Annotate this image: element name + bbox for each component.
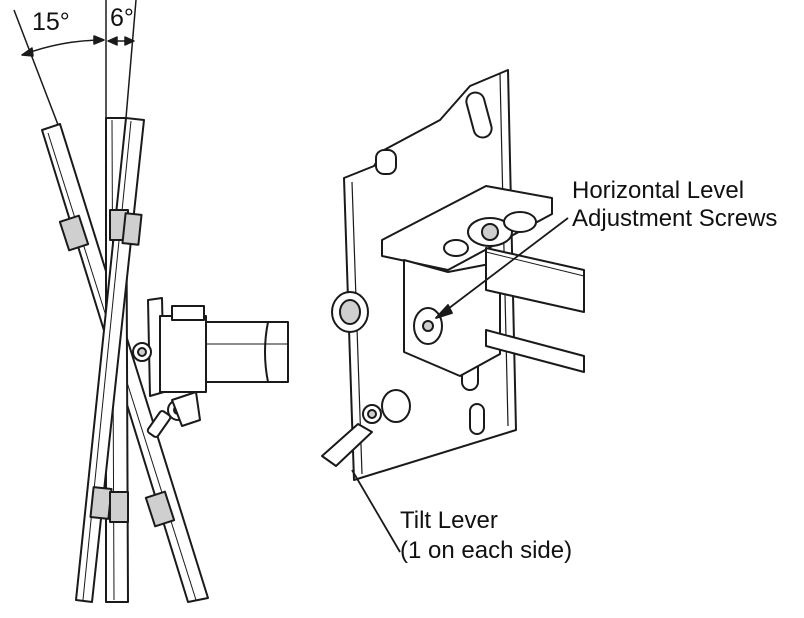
angle-label-15: 15°: [32, 8, 70, 36]
detail-view: [321, 69, 585, 553]
angle-label-6: 6°: [110, 4, 134, 32]
side-arm: [205, 321, 289, 383]
callout-tilt-lever-line2: (1 on each side): [400, 537, 572, 564]
wall-arm: [485, 247, 585, 373]
level-screws-top: [443, 211, 537, 257]
side-view-tilt-positions: [13, 0, 289, 603]
leader-tilt-lever: [351, 469, 401, 553]
callout-horizontal-level-line2: Adjustment Screws: [572, 205, 777, 232]
detail-tilt-lever: [321, 389, 411, 467]
callout-tilt-lever-line1: Tilt Lever: [400, 507, 498, 534]
leader-horizontal-level: [435, 217, 569, 319]
adjustment-screw-icon: [422, 320, 434, 332]
upper-clips: [58, 209, 143, 252]
angle-reference-lines: [13, 0, 137, 131]
callout-horizontal-level-line1: Horizontal Level: [572, 177, 744, 204]
plate-bolt: [331, 291, 369, 333]
lower-clips: [89, 486, 176, 528]
hinge-assembly: [132, 297, 207, 397]
callout-leaders: [351, 217, 569, 553]
side-tilt-lever: [146, 391, 201, 438]
horizontal-bracket: [381, 185, 553, 377]
angle-arc-6: [107, 36, 135, 46]
angle-arc-15: [21, 35, 105, 57]
